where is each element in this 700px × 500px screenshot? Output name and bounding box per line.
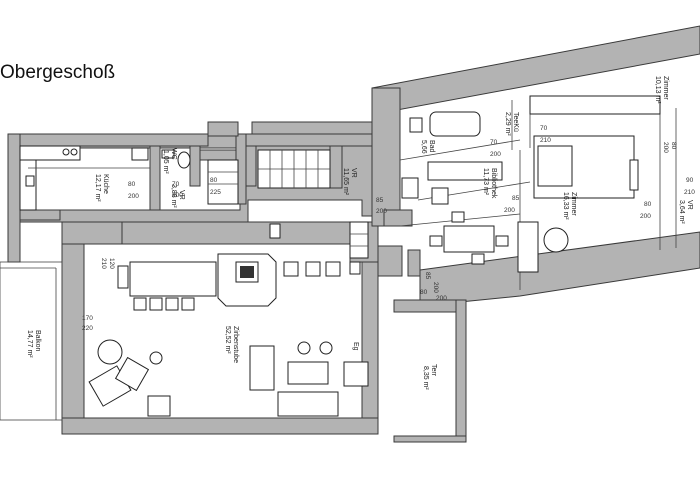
room-zimmer-mid-name: Zimmer <box>570 192 577 216</box>
dim-balkon-door-w: 170 <box>82 315 93 322</box>
room-wc-name: WC <box>170 148 177 160</box>
room-bibliothek-area: 11,73 m² <box>482 168 489 196</box>
dim-lower-door-h: 210 <box>100 258 107 269</box>
dim-bibl-door-w: 85 <box>512 195 520 202</box>
room-labels: Küche 12,17 m² WC 1,05 m² VR 3,88 m² VR … <box>26 76 693 390</box>
room-balkon-name: Balkon <box>34 330 41 352</box>
dim-main-door-w: 85 <box>376 197 384 204</box>
kitchen-furniture <box>19 145 150 211</box>
dim-terr-door-h: 200 <box>432 282 439 293</box>
dim-balkon-door-h: 220 <box>82 325 93 332</box>
room-zirbenstube-area: 52,52 m² <box>224 326 231 354</box>
walls-right-wing <box>371 25 700 443</box>
room-vr-right-area: 3,64 m² <box>678 200 685 224</box>
room-terr-area: 8,35 m² <box>422 366 429 390</box>
room-zimmer-top-name: Zimmer <box>662 76 669 100</box>
room-balkon-area: 14,77 m² <box>26 330 33 358</box>
dim-bad-door-w: 70 <box>490 139 498 146</box>
dim-bad-door-h: 200 <box>490 151 501 158</box>
dim-bottom-door-h: 200 <box>436 295 447 302</box>
dim-right-door-w: 90 <box>686 177 694 184</box>
room-terr-name: Terr <box>430 364 437 377</box>
room-kueche-area: 12,17 m² <box>94 174 101 202</box>
room-wc-area: 1,05 m² <box>162 150 169 174</box>
dim-right-door-h: 210 <box>684 189 695 196</box>
dim-terr-door-w: 85 <box>424 272 431 280</box>
staircase <box>207 149 369 259</box>
dim-kueche-door-w: 80 <box>128 181 136 188</box>
lounge-furniture <box>88 339 369 417</box>
room-teekue-name: TeeKü <box>512 112 519 132</box>
room-bibliothek-name: Bibliothek <box>490 168 497 199</box>
dining-furniture <box>117 223 361 311</box>
room-vr-right-name: VR <box>686 200 693 210</box>
balkon-area <box>0 261 63 421</box>
dim-wc-door-h: 200 <box>172 192 183 199</box>
room-zirbenstube-name: Zirbenstube <box>232 326 239 363</box>
dim-main-door-h: 200 <box>376 208 387 215</box>
dim-zimmer-top-door-w: 80 <box>670 142 677 150</box>
floor-title: Obergeschoß <box>0 62 116 83</box>
dim-zimmer-top-door-h: 200 <box>662 142 669 153</box>
dim-bottom-door-w: 80 <box>420 289 428 296</box>
room-zimmer-mid-area: 16,33 m² <box>562 192 569 220</box>
door-dimensions: 80 200 70 200 80 225 85 200 170 220 120 … <box>82 125 695 332</box>
right-wing-furniture <box>401 95 661 273</box>
room-bad-name: Bad <box>428 140 435 153</box>
dim-kueche-door-h: 200 <box>128 193 139 200</box>
walls-kitchen-area <box>7 121 247 263</box>
dim-wc-door-w: 70 <box>172 181 180 188</box>
room-vr-small-area: 3,88 m² <box>170 184 177 208</box>
room-zimmer-top-area: 10,13 m² <box>654 76 661 104</box>
wc-fixtures <box>161 149 191 169</box>
room-kueche-name: Küche <box>102 174 109 194</box>
room-vr-main-area: 11,65 m² <box>342 168 349 196</box>
dim-lower-door-w: 120 <box>108 258 115 269</box>
label-eg: Eg <box>352 342 359 351</box>
dim-teekue-door-h: 210 <box>540 137 551 144</box>
room-vr-small-name: VR <box>178 190 185 200</box>
room-vr-main-name: VR <box>350 168 357 178</box>
dim-zimmer-door-w: 80 <box>644 201 652 208</box>
room-teekue-area: 2,29 m² <box>504 112 511 136</box>
dim-bibl-door-h: 200 <box>504 207 515 214</box>
dim-zimmer-door-h: 200 <box>640 213 651 220</box>
dim-teekue-door-w: 70 <box>540 125 548 132</box>
dim-vr-door-w: 80 <box>210 177 218 184</box>
room-bad-area: 5,66 <box>420 140 427 154</box>
dim-vr-door-h: 225 <box>210 189 221 196</box>
